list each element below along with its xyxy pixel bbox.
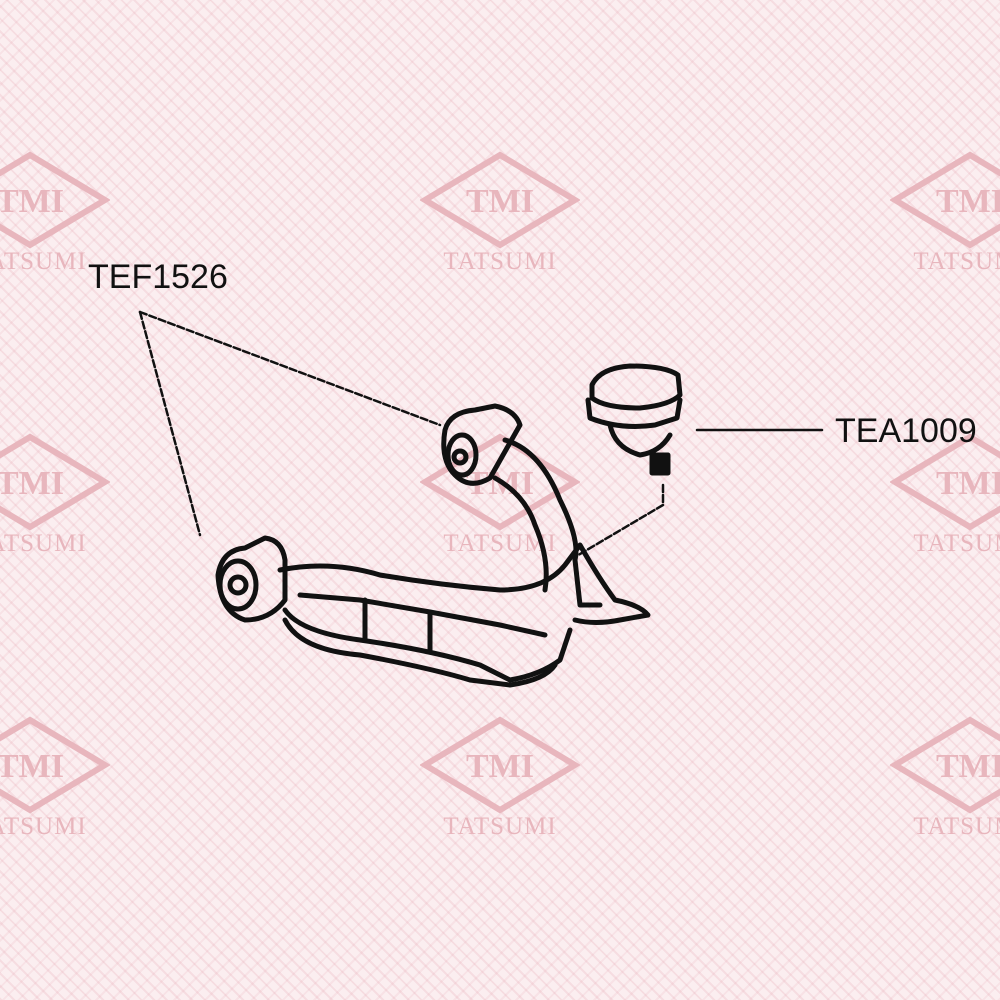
tmi-logo-diamond: TMI bbox=[890, 716, 1000, 814]
tmi-watermark: TMI TATSUMI bbox=[0, 432, 110, 562]
part-label-tea1009: TEA1009 bbox=[835, 412, 977, 450]
tatsumi-brand-text: TATSUMI bbox=[913, 248, 1000, 275]
tmi-watermark: TMI TATSUMI bbox=[420, 715, 580, 845]
control-arm-shape bbox=[215, 403, 651, 688]
tmi-watermark: TMI TATSUMI bbox=[890, 150, 1000, 280]
tatsumi-brand-text: TATSUMI bbox=[443, 248, 557, 275]
leader-lines bbox=[138, 310, 665, 559]
tmi-logo-text: TMI bbox=[0, 748, 64, 785]
tmi-logo-diamond: TMI bbox=[890, 433, 1000, 531]
tmi-logo-diamond: TMI bbox=[420, 716, 580, 814]
tmi-logo-diamond: TMI bbox=[0, 716, 110, 814]
tmi-logo-text: TMI bbox=[466, 183, 534, 220]
tatsumi-brand-text: TATSUMI bbox=[0, 248, 87, 275]
tatsumi-brand-text: TATSUMI bbox=[0, 530, 87, 557]
tmi-watermark: TMI TATSUMI bbox=[420, 150, 580, 280]
tmi-logo-diamond: TMI bbox=[420, 151, 580, 249]
tmi-logo-diamond: TMI bbox=[0, 151, 110, 249]
tmi-logo-text: TMI bbox=[936, 465, 1000, 502]
ball-joint-shape bbox=[585, 363, 683, 476]
leader-tef1526-lower bbox=[138, 310, 202, 537]
tmi-watermark: TMI TATSUMI bbox=[890, 715, 1000, 845]
tmi-logo-text: TMI bbox=[0, 465, 64, 502]
tmi-watermark: TMI TATSUMI bbox=[890, 432, 1000, 562]
tmi-watermark: TMI TATSUMI bbox=[0, 150, 110, 280]
tatsumi-brand-text: TATSUMI bbox=[913, 530, 1000, 557]
tmi-logo-text: TMI bbox=[936, 183, 1000, 220]
tmi-watermark: TMI TATSUMI bbox=[0, 715, 110, 845]
tatsumi-brand-text: TATSUMI bbox=[0, 813, 87, 840]
leader-ball-joint-2 bbox=[573, 503, 665, 559]
tatsumi-brand-text: TATSUMI bbox=[443, 813, 557, 840]
tatsumi-brand-text: TATSUMI bbox=[913, 813, 1000, 840]
tmi-logo-diamond: TMI bbox=[0, 433, 110, 531]
part-label-tef1526: TEF1526 bbox=[88, 258, 228, 296]
tmi-logo-text: TMI bbox=[936, 748, 1000, 785]
tmi-logo-diamond: TMI bbox=[890, 151, 1000, 249]
tmi-logo-text: TMI bbox=[466, 748, 534, 785]
tmi-logo-text: TMI bbox=[0, 183, 64, 220]
leader-tef1526-upper bbox=[138, 310, 442, 427]
